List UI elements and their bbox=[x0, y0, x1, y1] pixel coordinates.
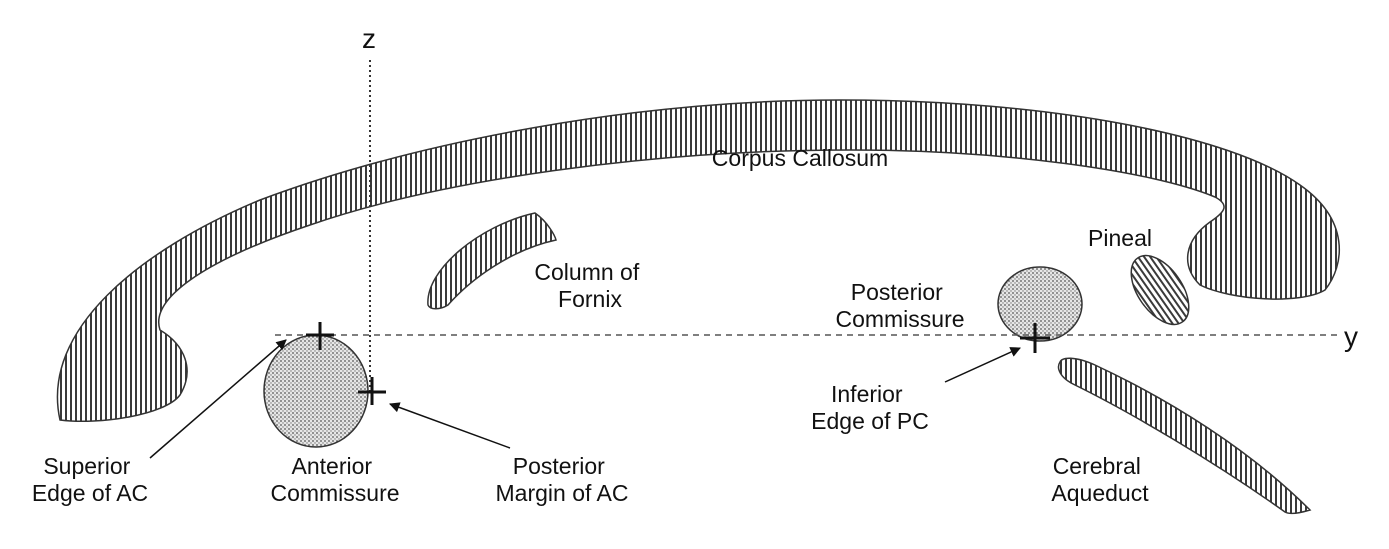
column-of-fornix-label: Column of Fornix bbox=[534, 259, 645, 312]
pineal-shape bbox=[1130, 254, 1190, 326]
inferior-edge-pc-marker bbox=[1020, 323, 1050, 353]
cerebral-aqueduct-label: Cerebral Aqueduct bbox=[1051, 453, 1149, 506]
anterior-commissure-label: Anterior Commissure bbox=[270, 453, 399, 506]
y-axis-label: y bbox=[1344, 321, 1358, 352]
inferior-edge-pc-label: Inferior Edge of PC bbox=[811, 381, 929, 434]
posterior-commissure-label: Posterior Commissure bbox=[835, 279, 964, 332]
posterior-margin-ac-label: Posterior Margin of AC bbox=[496, 453, 629, 506]
superior-edge-ac-label: Superior Edge of AC bbox=[32, 453, 148, 506]
corpus-callosum-label: Corpus Callosum bbox=[712, 145, 888, 171]
anterior-commissure-shape bbox=[263, 334, 369, 448]
posterior-commissure-shape bbox=[997, 266, 1083, 342]
cerebral-aqueduct-shape bbox=[1057, 357, 1312, 515]
superior-edge-ac-arrow bbox=[149, 339, 287, 459]
superior-edge-ac-marker bbox=[306, 322, 334, 350]
posterior-margin-ac-arrow bbox=[389, 402, 511, 449]
posterior-margin-ac-marker bbox=[358, 377, 386, 405]
z-axis-label: z bbox=[362, 23, 376, 54]
inferior-edge-pc-arrow bbox=[944, 347, 1021, 383]
column-of-fornix-shape bbox=[427, 212, 557, 310]
pineal-label: Pineal bbox=[1088, 225, 1152, 251]
corpus-callosum-shape bbox=[56, 99, 1341, 423]
